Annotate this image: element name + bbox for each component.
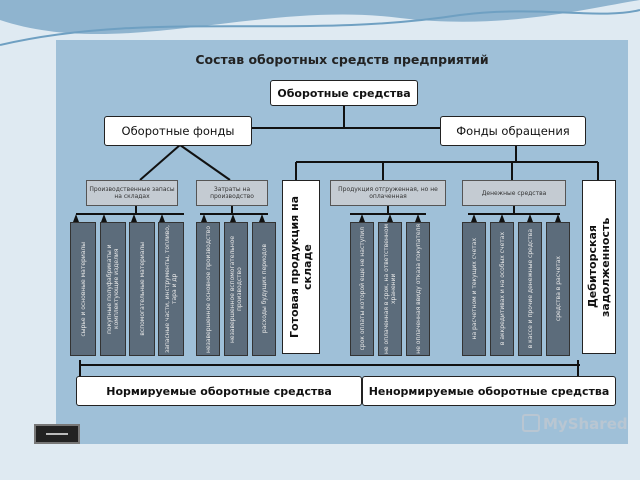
node-production-stocks: Производственные запасы на складах — [86, 180, 178, 206]
item-wip-main: незавершенное основное производство — [196, 222, 220, 356]
node-cash: Денежные средства — [462, 180, 566, 206]
node-unnormed-capital: Ненормируемые оборотные средства — [362, 376, 616, 406]
node-circulation-funds: Фонды обращения — [440, 116, 586, 146]
node-working-funds: Оборотные фонды — [104, 116, 252, 146]
node-shipped-unpaid: Продукция отгруженная, но не оплаченная — [330, 180, 446, 206]
item-auxiliary-materials: вспомогательные материалы — [129, 222, 155, 356]
node-normed-capital: Нормируемые оборотные средства — [76, 376, 362, 406]
node-finished-goods: Готовая продукция на складе — [282, 180, 320, 354]
node-receivables: Дебиторская задолженность — [582, 180, 616, 354]
node-working-capital: Оборотные средства — [270, 80, 418, 106]
item-raw-materials: сырье и основные материалы — [70, 222, 96, 356]
item-not-due: срок оплаты которой еще не наступил — [350, 222, 374, 356]
slide-nav-button[interactable] — [34, 424, 80, 444]
item-cash-desk: в кассе и прочие денежные средства — [518, 222, 542, 356]
myshared-logo: MyShared — [522, 414, 628, 433]
node-production-costs: Затраты на производство — [196, 180, 268, 206]
slide-title: Состав оборотных средств предприятий — [195, 52, 489, 67]
item-letters-of-credit: в аккредитивах и на особых счетах — [490, 222, 514, 356]
item-wip-auxiliary: незавершенное вспомогательное производст… — [224, 222, 248, 356]
item-spare-parts: запасные части, инструменты, топливо, та… — [158, 222, 184, 356]
item-current-accounts: на расчетном и текущих счетах — [462, 222, 486, 356]
item-settlements: средства в расчетах — [546, 222, 570, 356]
item-deferred-expenses: расходы будущих периодов — [252, 222, 276, 356]
logo-icon — [522, 414, 540, 432]
item-refused: не оплаченная ввиду отказа покупателя — [406, 222, 430, 356]
item-overdue: не оплаченная в срок, на ответственном х… — [378, 222, 402, 356]
item-semi-finished: покупные полуфабрикаты и комплектующие и… — [100, 222, 126, 356]
